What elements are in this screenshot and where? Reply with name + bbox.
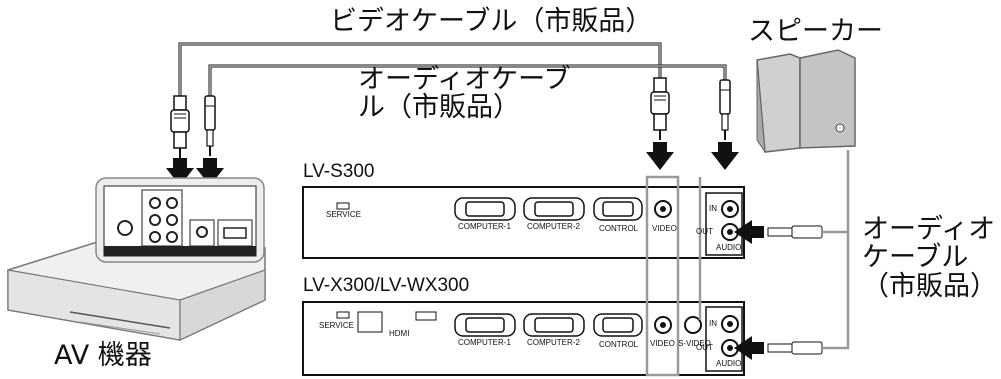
audio-cable-right-label-line3: （市販品）: [862, 270, 997, 302]
model-top-label: LV-S300: [303, 161, 375, 182]
rca-plug-left: [170, 95, 190, 158]
av-rear-panel: [95, 177, 265, 263]
av-device: [7, 237, 266, 341]
video-highlight-box: [645, 175, 680, 377]
audio-plug-horizontal-top: [767, 225, 823, 239]
port-computer1-top: COMPUTER-1: [458, 222, 511, 231]
audio-plug-horizontal-bottom: [767, 341, 823, 355]
arrow-down-icon: [166, 142, 739, 186]
port-service-top: SERVICE: [326, 210, 361, 219]
audio-cable-right-label: オーディオ ケーブル （市販品）: [862, 214, 997, 302]
projector-top-panel: [302, 186, 745, 259]
port-svideo-bottom: S-VIDEO: [678, 339, 711, 348]
speaker-cable: [822, 150, 850, 350]
port-video-bottom: VIDEO: [650, 339, 675, 348]
port-computer2-bottom: COMPUTER-2: [527, 338, 580, 347]
audio-cable-top-label-line1: オーディオケーブ: [358, 64, 571, 95]
mini-jack-plug-left: [204, 95, 216, 156]
port-computer1-bottom: COMPUTER-1: [458, 338, 511, 347]
model-bottom-label: LV-X300/LV-WX300: [303, 275, 470, 296]
audio-cable-top-label-line2: ル（市販品）: [358, 92, 520, 124]
port-audio-top: AUDIO: [716, 243, 742, 252]
port-audio-bottom: AUDIO: [716, 359, 742, 368]
arrow-left-icon: [734, 220, 764, 360]
port-in-top: IN: [709, 204, 717, 213]
mini-jack-plug-right: [719, 79, 731, 140]
av-device-label: AV 機器: [54, 340, 152, 371]
speaker-label: スピーカー: [748, 16, 883, 47]
port-hdmi-bottom: HDMI: [389, 329, 410, 338]
video-cable-label: ビデオケーブル（市販品）: [330, 6, 653, 37]
rca-plug-right: [650, 77, 670, 140]
projector-bottom-panel: [302, 301, 745, 376]
port-in-bottom: IN: [709, 319, 717, 328]
audio-cable-top-label: オーディオケーブ ル（市販品）: [358, 64, 571, 124]
port-out-bottom: OUT: [696, 343, 713, 352]
port-computer2-top: COMPUTER-2: [527, 222, 580, 231]
audio-cable-right-label-line1: オーディオ: [862, 214, 996, 245]
port-control-top: CONTROL: [599, 224, 639, 233]
audio-cable-right-label-line2: ケーブル: [862, 242, 969, 274]
port-video-top: VIDEO: [652, 224, 677, 233]
port-out-top: OUT: [696, 227, 713, 236]
port-service-bottom: SERVICE: [319, 321, 354, 330]
speakers: [756, 49, 856, 153]
video-cable-inner: [179, 43, 661, 100]
port-control-bottom: CONTROL: [599, 340, 639, 349]
